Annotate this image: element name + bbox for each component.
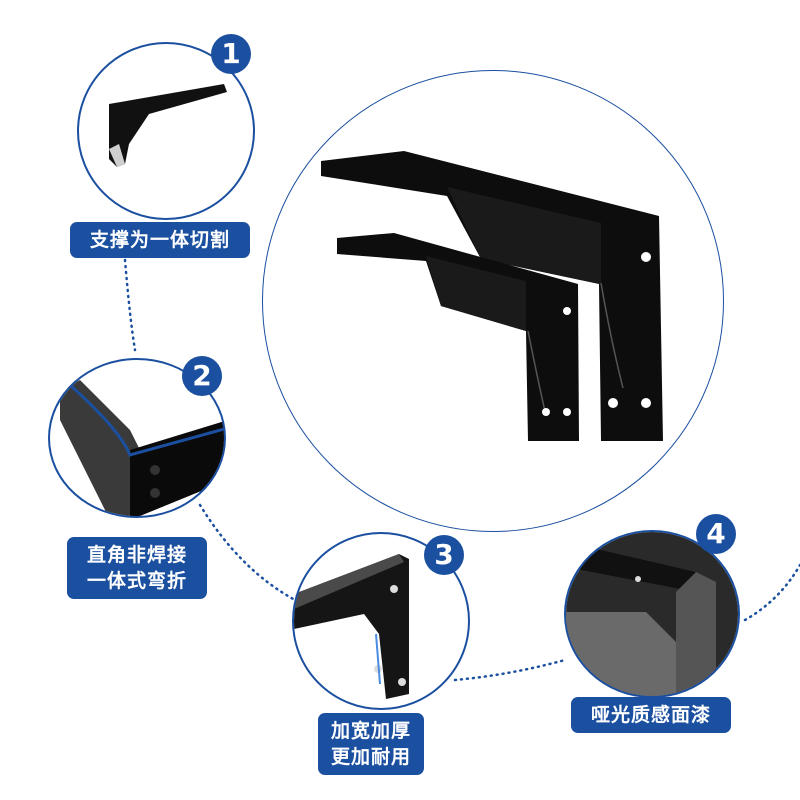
main-product-circle: [262, 70, 724, 532]
feature-4-label-line-1: 哑光质感面漆: [590, 704, 711, 726]
matte-finish-closeup-image: [566, 532, 738, 696]
feature-4-number: 4: [706, 517, 726, 550]
feature-1-label: 支撑为一体切割: [70, 222, 250, 258]
thick-bracket-closeup-image: [294, 554, 409, 699]
feature-2-badge: 2: [182, 356, 222, 396]
feature-4-label: 哑光质感面漆: [571, 697, 731, 733]
feature-3-label: 加宽加厚 更加耐用: [318, 713, 424, 775]
feature-3-number: 3: [434, 538, 454, 571]
feature-4-circle: [564, 530, 740, 698]
bracket-side-view-image: [109, 84, 227, 167]
feature-4-badge: 4: [696, 514, 736, 554]
feature-3-label-line-1: 加宽加厚: [330, 720, 411, 742]
feature-2-label-line-1: 直角非焊接: [86, 544, 187, 566]
feature-2-number: 2: [192, 359, 212, 392]
shelf-brackets-pair-image: [321, 151, 663, 441]
feature-3-badge: 3: [424, 535, 464, 575]
feature-3-label-line-2: 更加耐用: [330, 746, 411, 768]
feature-1-number: 1: [221, 37, 241, 70]
bent-corner-closeup-image: [60, 380, 224, 516]
feature-1-label-line-1: 支撑为一体切割: [89, 229, 230, 251]
feature-1-badge: 1: [211, 34, 251, 74]
feature-2-label-line-2: 一体式弯折: [86, 570, 187, 592]
feature-2-label: 直角非焊接 一体式弯折: [67, 537, 207, 599]
